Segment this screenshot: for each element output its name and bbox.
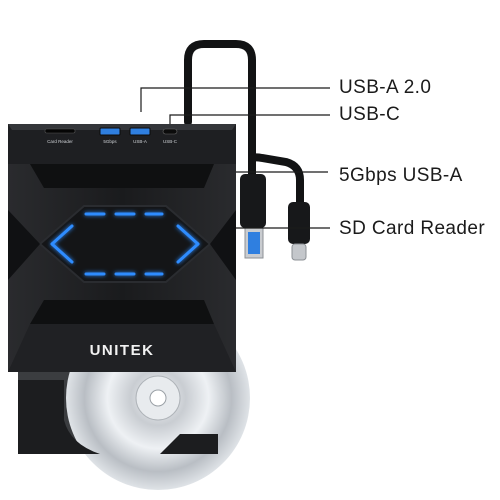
port-label-card-reader: Card Reader xyxy=(47,139,73,144)
callout-usb-c: USB-C xyxy=(339,104,401,125)
usb-a-plug xyxy=(240,174,266,259)
port-label-usb-a: USB-A xyxy=(133,139,147,144)
led-light-ring xyxy=(50,212,200,276)
callout-5gbps-usb-a: 5Gbps USB-A xyxy=(339,165,463,186)
usb-a-port xyxy=(129,127,151,136)
usb-a-5gbps-port xyxy=(99,127,121,136)
port-label-5gbps: 5Gbps xyxy=(103,139,117,144)
callout-sd-card-reader: SD Card Reader xyxy=(339,218,486,239)
usb-c-plug xyxy=(288,202,310,261)
usb-cables xyxy=(184,40,304,208)
sd-card-slot xyxy=(44,128,76,134)
port-row xyxy=(44,127,178,136)
brand-logo: UNITEK xyxy=(90,342,155,359)
device-body xyxy=(8,124,236,372)
port-label-usb-c: USB-C xyxy=(163,139,178,144)
callout-usb-a-2-0: USB-A 2.0 xyxy=(339,77,432,98)
usb-c-port xyxy=(162,128,178,135)
